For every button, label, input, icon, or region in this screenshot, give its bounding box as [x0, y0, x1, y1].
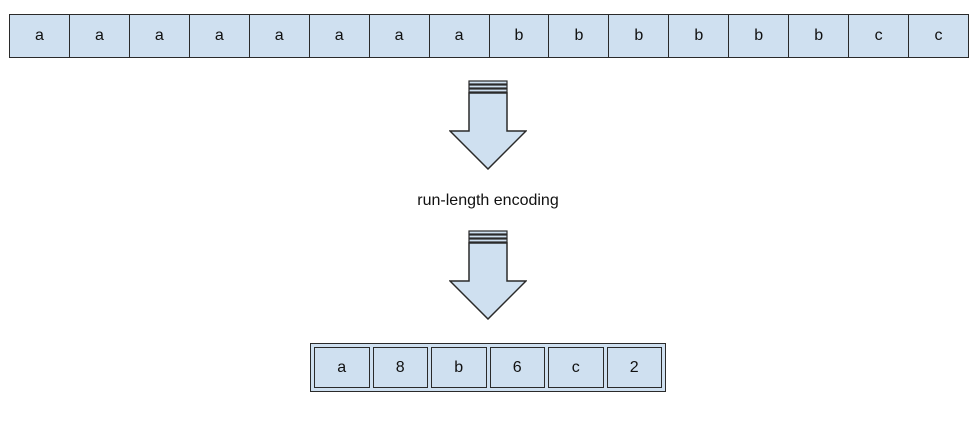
input-cell: a: [249, 15, 310, 57]
output-cell: c: [548, 347, 604, 388]
input-cell: b: [789, 15, 850, 57]
input-cell: a: [10, 15, 70, 57]
input-cell: c: [849, 15, 910, 57]
output-cell: b: [431, 347, 487, 388]
encoded-output: a 8 b 6 c 2: [310, 343, 666, 392]
input-cell: a: [129, 15, 190, 57]
input-cell: a: [369, 15, 430, 57]
input-cell: a: [429, 15, 490, 57]
input-cell: c: [909, 15, 968, 57]
process-caption: run-length encoding: [417, 192, 559, 209]
output-cell: 8: [372, 347, 428, 388]
input-cell: b: [609, 15, 670, 57]
output-cell: a: [314, 347, 370, 388]
output-cell: 6: [489, 347, 545, 388]
input-cell: a: [189, 15, 250, 57]
input-cell: b: [489, 15, 550, 57]
input-cell: b: [669, 15, 730, 57]
input-cell: b: [729, 15, 790, 57]
down-arrow-icon: [449, 230, 527, 320]
input-cell: a: [69, 15, 130, 57]
input-sequence: a a a a a a a a b b b b b b c c: [9, 14, 969, 58]
input-cell: a: [309, 15, 370, 57]
input-cell: b: [549, 15, 610, 57]
output-cell: 2: [606, 347, 662, 388]
down-arrow-icon: [449, 80, 527, 170]
